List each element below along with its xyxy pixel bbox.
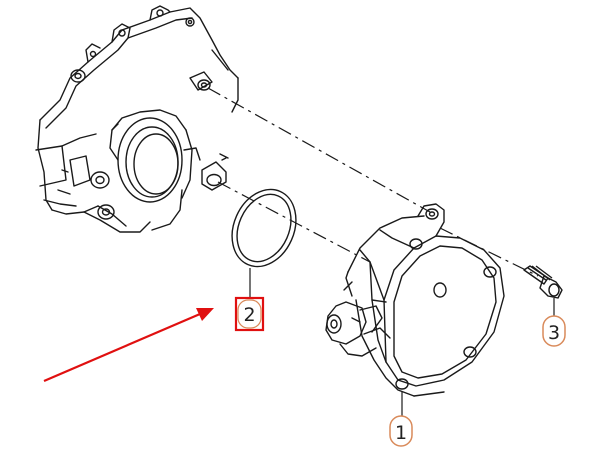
arrow-head [196, 308, 214, 321]
red-pointer-arrow [43, 308, 214, 383]
arrow-shaft [43, 312, 201, 383]
leader-lines [249, 268, 555, 416]
vacuum-pump [325, 203, 505, 397]
part-callout-1: 1 [389, 415, 413, 447]
callout-label-2: 2 [243, 304, 255, 326]
engine-housing [35, 5, 239, 233]
o-ring-seal [231, 188, 297, 268]
callout-oval-3 [542, 315, 566, 347]
callout-box-2 [234, 296, 265, 332]
callout-oval-1 [389, 415, 413, 447]
callout-label-1: 1 [395, 422, 407, 444]
assembly-guide-lines [207, 87, 539, 277]
fixing-bolt [523, 265, 563, 299]
part-callout-2: 2 [234, 296, 265, 332]
part-callout-3: 3 [542, 315, 566, 347]
callout-label-3: 3 [548, 322, 560, 344]
